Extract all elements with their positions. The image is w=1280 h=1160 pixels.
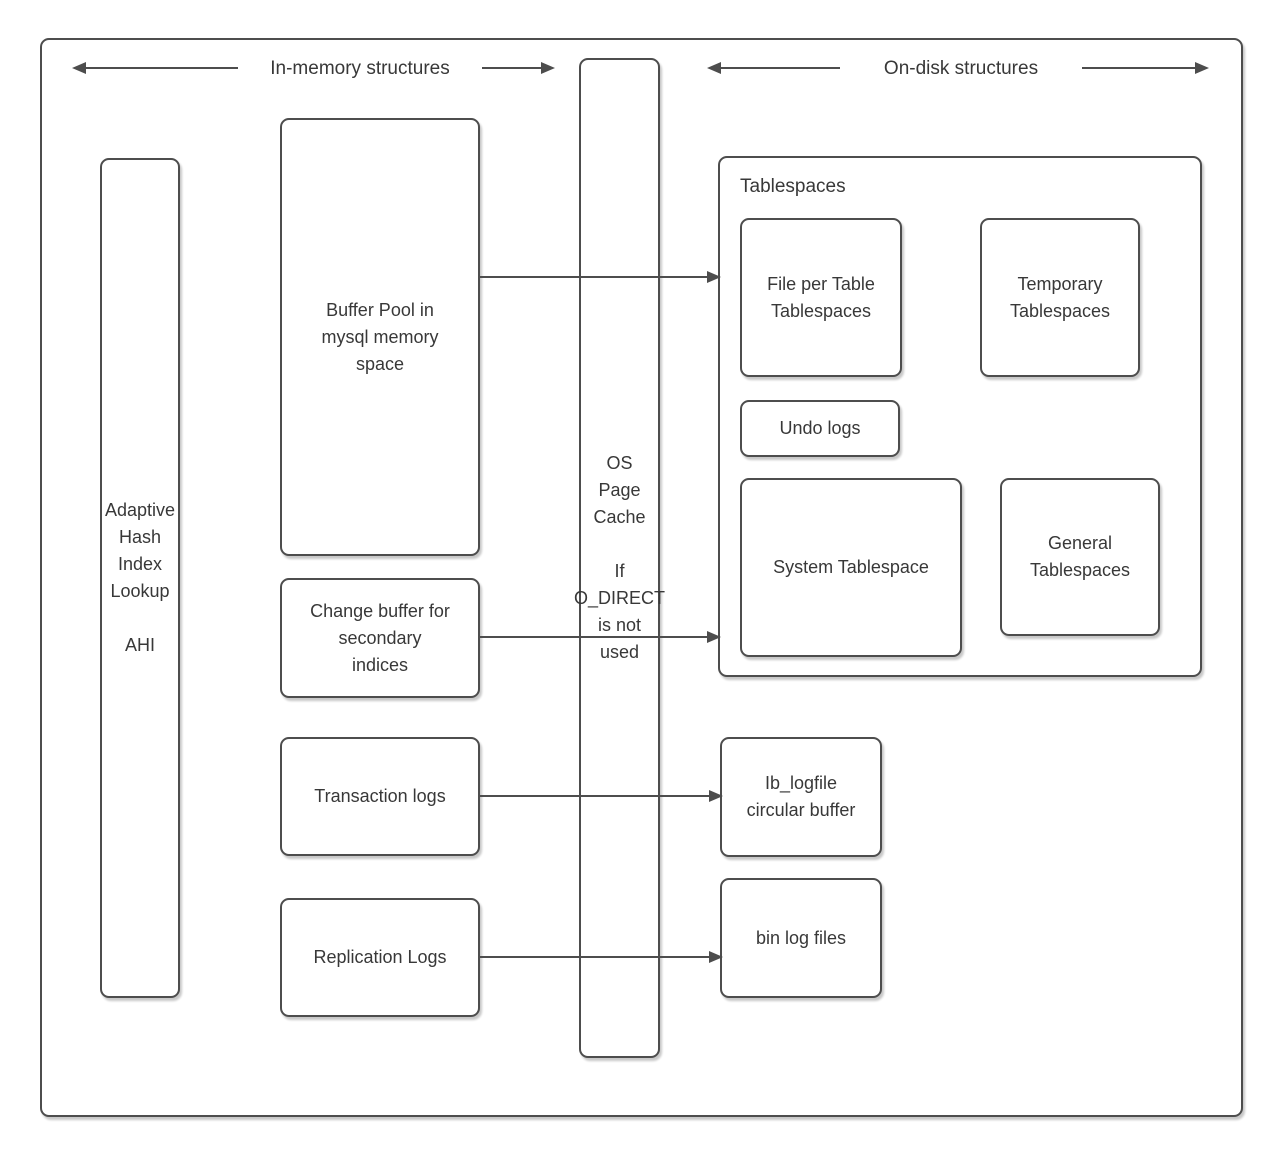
node-ib-logfile: Ib_logfile circular buffer <box>720 737 882 857</box>
in-memory-structures-label: In-memory structures <box>270 58 450 79</box>
node-file-per-table-tablespaces: File per Table Tablespaces <box>740 218 902 377</box>
arrow-transaction-logs-to-ib-logfile <box>480 790 723 802</box>
node-undo-logs: Undo logs <box>740 400 900 457</box>
node-os-page-cache: OS Page Cache If O_DIRECT is not used <box>574 58 665 1058</box>
node-system-tablespace: System Tablespace <box>740 478 962 657</box>
node-transaction-logs: Transaction logs <box>280 737 480 856</box>
arrow-buffer-pool-to-tablespaces <box>480 271 721 283</box>
node-general-tablespaces: General Tablespaces <box>1000 478 1160 636</box>
arrow-replication-logs-to-bin-log <box>480 951 723 963</box>
node-bin-log-files: bin log files <box>720 878 882 998</box>
tablespaces-label: Tablespaces <box>740 176 846 197</box>
in-memory-right-arrow <box>482 62 555 74</box>
node-change-buffer: Change buffer for secondary indices <box>280 578 480 698</box>
node-temporary-tablespaces: Temporary Tablespaces <box>980 218 1140 377</box>
on-disk-right-arrow <box>1082 62 1209 74</box>
on-disk-structures-label: On-disk structures <box>883 58 1039 79</box>
node-adaptive-hash-index: Adaptive Hash Index Lookup AHI <box>100 158 180 998</box>
node-buffer-pool: Buffer Pool in mysql memory space <box>280 118 480 556</box>
on-disk-left-arrow <box>707 62 840 74</box>
node-replication-logs: Replication Logs <box>280 898 480 1017</box>
arrow-change-buffer-to-tablespaces <box>480 631 721 643</box>
in-memory-left-arrow <box>72 62 238 74</box>
